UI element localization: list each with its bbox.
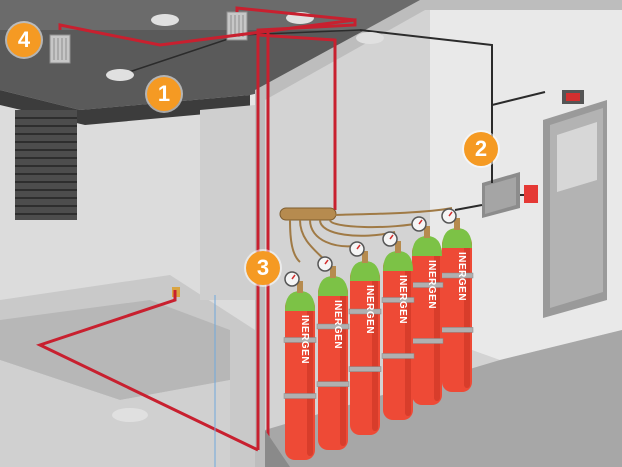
gas-cylinder: INERGEN	[410, 216, 444, 405]
floor-void	[0, 300, 230, 400]
vent-slats	[15, 117, 77, 215]
alarm-light	[566, 93, 580, 101]
cylinder-label: INERGEN	[364, 285, 375, 334]
door-window	[557, 122, 597, 192]
cylinder-label: INERGEN	[397, 275, 408, 324]
red-pipework	[36, 6, 357, 460]
gas-cylinder: INERGEN	[316, 256, 350, 450]
callout-1-number: 1	[157, 81, 171, 106]
smoke-detector	[356, 32, 384, 44]
gas-cylinder: INERGEN	[283, 271, 317, 460]
smoke-detector	[106, 69, 134, 81]
wiring-to-ceiling	[359, 29, 493, 105]
cylinder-label: INERGEN	[456, 252, 467, 301]
callout-4-number: 4	[17, 27, 31, 52]
wall-base	[265, 430, 290, 467]
discharge-nozzle	[49, 34, 71, 64]
callout-2-number: 2	[474, 136, 488, 161]
cylinder-bank: INERGEN INERGEN INERGEN INERGEN INERGEN INERG…	[283, 208, 474, 460]
callout-2-badge: 2	[464, 132, 498, 166]
callout-3-badge: 3	[246, 251, 280, 285]
callout-1-badge: 1	[147, 77, 181, 111]
control-panel-face	[485, 177, 516, 214]
gas-cylinder: INERGEN	[440, 208, 474, 392]
wiring-cylinders	[454, 204, 483, 211]
callout-4-badge: 4	[7, 23, 41, 57]
callout-3-number: 3	[256, 255, 270, 280]
column	[200, 105, 255, 300]
cylinder-label: INERGEN	[426, 260, 437, 309]
manual-release-box	[524, 185, 538, 203]
gas-cylinder: INERGEN	[381, 231, 415, 420]
upper-ceiling	[0, 0, 420, 30]
manifold	[279, 207, 337, 221]
cylinder-label: INERGEN	[332, 300, 343, 349]
gas-cylinder: INERGEN	[348, 241, 382, 435]
cylinder-label: INERGEN	[299, 315, 310, 364]
floor-detector	[112, 408, 148, 422]
smoke-detector	[151, 14, 179, 26]
